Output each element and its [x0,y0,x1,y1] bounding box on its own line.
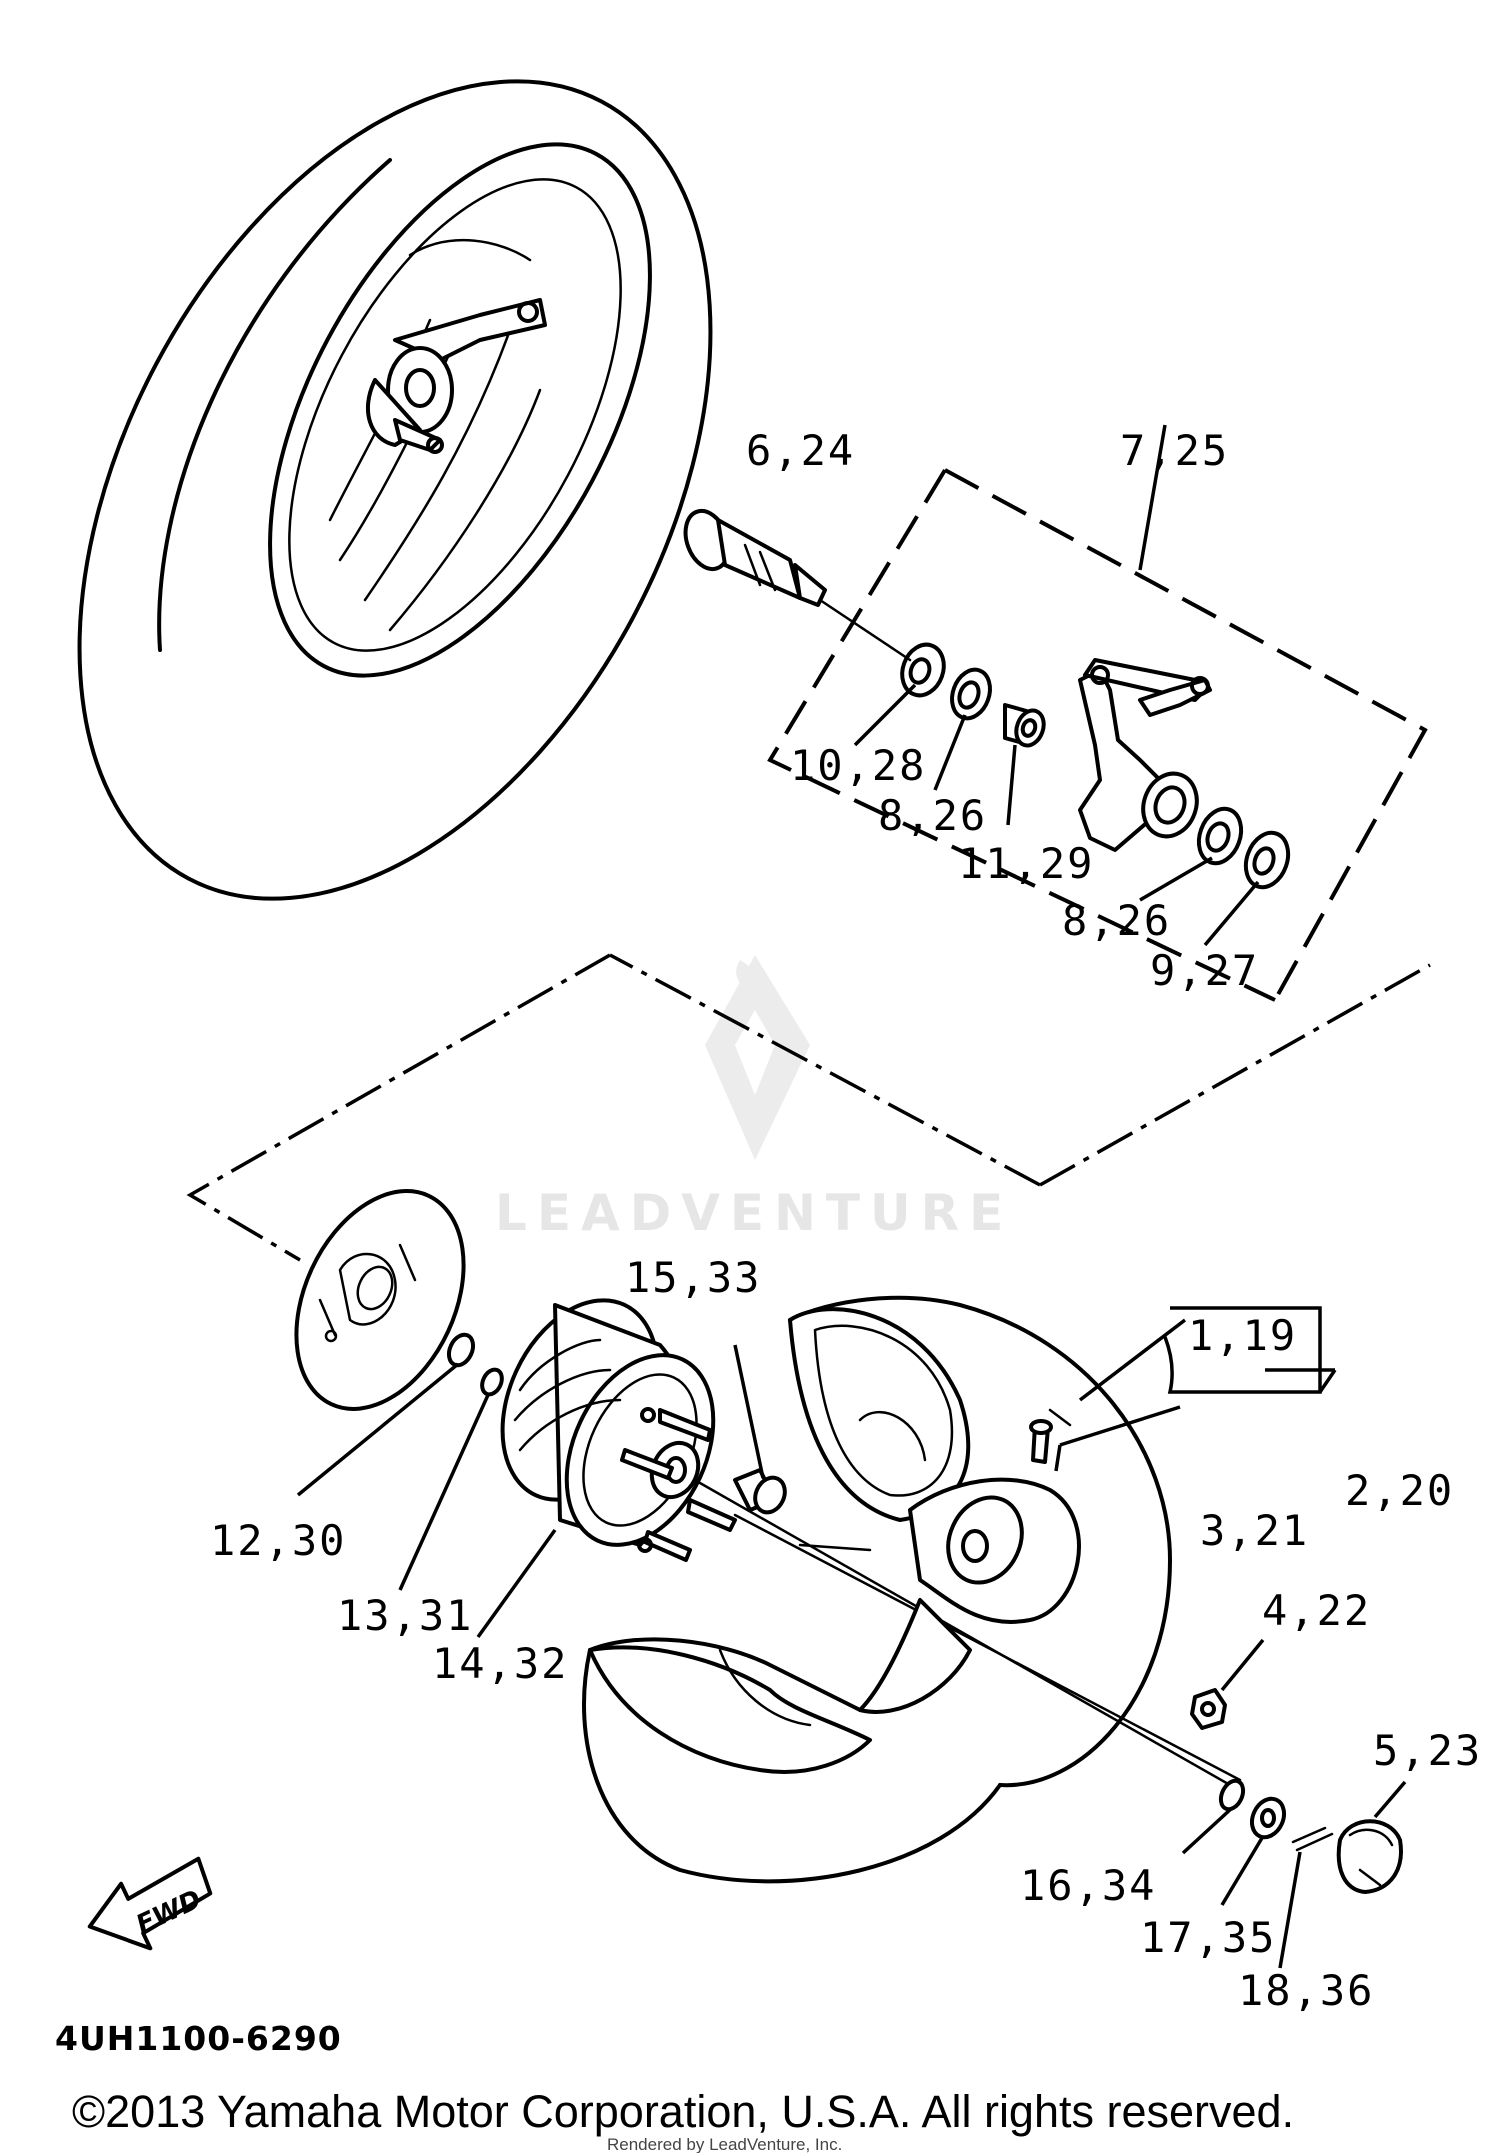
valve-3-21 [1029,1419,1053,1464]
callout-8-26-a: 8,26 [878,791,987,840]
washer-12-30 [446,1332,476,1368]
callout-4-22: 4,22 [1262,1586,1371,1635]
callout-13-31: 13,31 [337,1591,473,1640]
callout-6-24: 6,24 [746,426,855,475]
assembly-boundary [186,953,1431,1262]
bearing-10-28 [900,642,946,698]
washer-16-34 [1218,1778,1246,1812]
bolt-15-33 [733,1344,787,1515]
rendered-by: Rendered by LeadVenture, Inc. [607,2135,842,2153]
oring-13-31 [480,1367,504,1397]
brake-plate [294,1189,466,1411]
callout-2-20: 2,20 [1345,1466,1454,1515]
copyright-notice: ©2013 Yamaha Motor Corporation, U.S.A. A… [72,2086,1294,2137]
callout-12-30: 12,30 [210,1516,346,1565]
wheel-assembly-overview [77,79,713,901]
castle-nut-17-35 [1249,1796,1287,1840]
callout-10-28: 10,28 [790,741,926,790]
fwd-arrow-icon: FWD [87,1856,213,1951]
callout-15-33: 15,33 [625,1253,761,1302]
cotter-pin-18-36 [1291,1826,1334,1852]
seal-8-26a [950,667,992,721]
callout-14-32: 14,32 [432,1639,568,1688]
wheel-hub [500,1298,737,1562]
seal-8-26b [1196,806,1244,866]
callout-11-29: 11,29 [958,839,1094,888]
callout-1-19: 1,19 [1188,1311,1297,1360]
collar-11-29 [1003,703,1046,748]
steering-knuckle [1078,658,1212,852]
callout-16-34: 16,34 [1020,1861,1156,1910]
callout-7-25: 7,25 [1120,426,1229,475]
bearing-9-27 [1243,830,1291,890]
leadventure-watermark: LEADVENTURE [495,955,1013,1242]
watermark-text: LEADVENTURE [495,1184,1013,1242]
lower-leaders [296,1306,1407,1969]
nut-4-22 [1190,1638,1265,1730]
callout-18-36: 18,36 [1238,1966,1374,2015]
drawing-code: 4UH1100-6290 [55,2019,342,2058]
callout-8-26-b: 8,26 [1062,896,1171,945]
callout-5-23: 5,23 [1373,1726,1482,1775]
callout-9-27: 9,27 [1150,946,1259,995]
callout-3-21: 3,21 [1200,1506,1309,1555]
callout-17-35: 17,35 [1140,1913,1276,1962]
hub-cap-5-23 [1336,1819,1403,1894]
wheel-rim-tire [582,1295,1172,1884]
box-leaders [853,683,1260,947]
knuckle-kit-box [767,424,1428,1002]
spindle-part [683,508,827,607]
axle-centerline [698,1481,1232,1787]
